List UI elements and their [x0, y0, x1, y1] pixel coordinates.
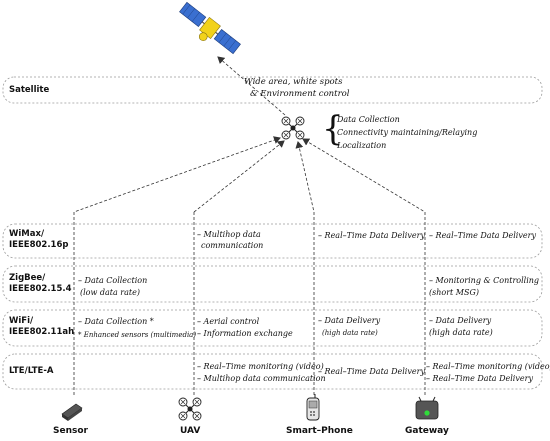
lane-label-wimax-line2: IEEE802.16p	[9, 240, 69, 250]
device-label-smartphone: Smart–Phone	[286, 426, 353, 436]
cell-zigbee-gateway-line2: (short MSG)	[429, 288, 479, 297]
arrow-phone-to-uav	[295, 141, 315, 395]
satellite-icon	[179, 1, 241, 55]
cell-wimax-phone: – Real–Time Data Delivery	[318, 231, 425, 240]
lane-zigbee	[2, 265, 543, 303]
cell-wimax-gateway: – Real–Time Data Delivery	[429, 231, 536, 240]
cell-wifi-sensor-line1: – Data Collection *	[78, 317, 154, 326]
lane-label-wifi-line1: WiFi/	[9, 316, 34, 326]
uav-device-icon	[178, 397, 202, 421]
satellite-note-line1: Wide area, white spots	[244, 77, 343, 87]
sensor-icon	[61, 403, 83, 421]
cell-zigbee-gateway-line1: – Monitoring & Controlling	[429, 276, 540, 285]
uav-role-connectivity: Connectivity maintaining/Relaying	[337, 128, 478, 137]
smartphone-icon	[306, 394, 320, 421]
lane-label-lte: LTE/LTE-A	[9, 366, 54, 376]
cell-wimax-uav-line2: communication	[201, 241, 264, 250]
cell-lte-gateway-line1: – Real–Time monitoring (video)	[426, 362, 550, 371]
uav-role-localization: Localization	[337, 141, 387, 150]
lane-wimax	[2, 223, 543, 259]
uav-role-data-collection: Data Collection	[337, 115, 400, 124]
device-label-gateway: Gateway	[405, 426, 449, 436]
uav-relay-icon	[281, 116, 305, 140]
cell-zigbee-sensor-line2: (low data rate)	[80, 288, 140, 297]
cell-lte-uav-line1: – Real–Time monitoring (video)	[197, 362, 324, 371]
lane-label-wimax-line1: WiMax/	[9, 229, 45, 239]
gateway-icon	[415, 396, 439, 420]
arrow-gateway-to-uav	[302, 138, 426, 395]
device-label-sensor: Sensor	[53, 426, 88, 436]
cell-wifi-uav-line2: – Information exchange	[197, 329, 293, 338]
lane-satellite	[2, 76, 543, 104]
cell-wifi-uav-line1: – Aerial control	[197, 317, 260, 326]
device-label-uav: UAV	[180, 426, 201, 436]
lane-lte	[2, 353, 543, 390]
lane-label-wifi-line2: IEEE802.11ah	[9, 327, 75, 337]
lane-label-satellite: Satellite	[9, 85, 50, 95]
arrow-uav-to-uav-diag	[193, 140, 285, 213]
cell-wifi-phone-line1: – Data Delivery	[318, 316, 381, 325]
cell-wimax-uav-line1: – Multihop data	[197, 230, 261, 239]
arrow-sensor-to-uav	[73, 136, 281, 395]
cell-zigbee-sensor-line1: – Data Collection	[78, 276, 148, 285]
cell-wifi-gateway-line1: – Data Delivery	[429, 316, 492, 325]
uav-roles-brace: {	[322, 109, 344, 149]
cell-lte-uav-line2: – Multihop data communication	[197, 374, 326, 383]
lane-label-zigbee-line2: IEEE802.15.4	[9, 284, 72, 294]
cell-lte-gateway-line2: – Real–Time Data Delivery	[426, 374, 533, 383]
satellite-note-line2: & Environment control	[250, 89, 350, 99]
cell-wifi-sensor-line2: * Enhanced sensors (multimedia)	[78, 331, 197, 339]
cell-wifi-gateway-line2: (high data rate)	[429, 328, 493, 337]
cell-lte-phone: – Real–Time Data Delivery	[318, 367, 425, 376]
cell-wifi-phone-line2: (high data rate)	[322, 329, 378, 337]
lane-label-zigbee-line1: ZigBee/	[9, 273, 46, 283]
lane-wifi	[2, 309, 543, 347]
